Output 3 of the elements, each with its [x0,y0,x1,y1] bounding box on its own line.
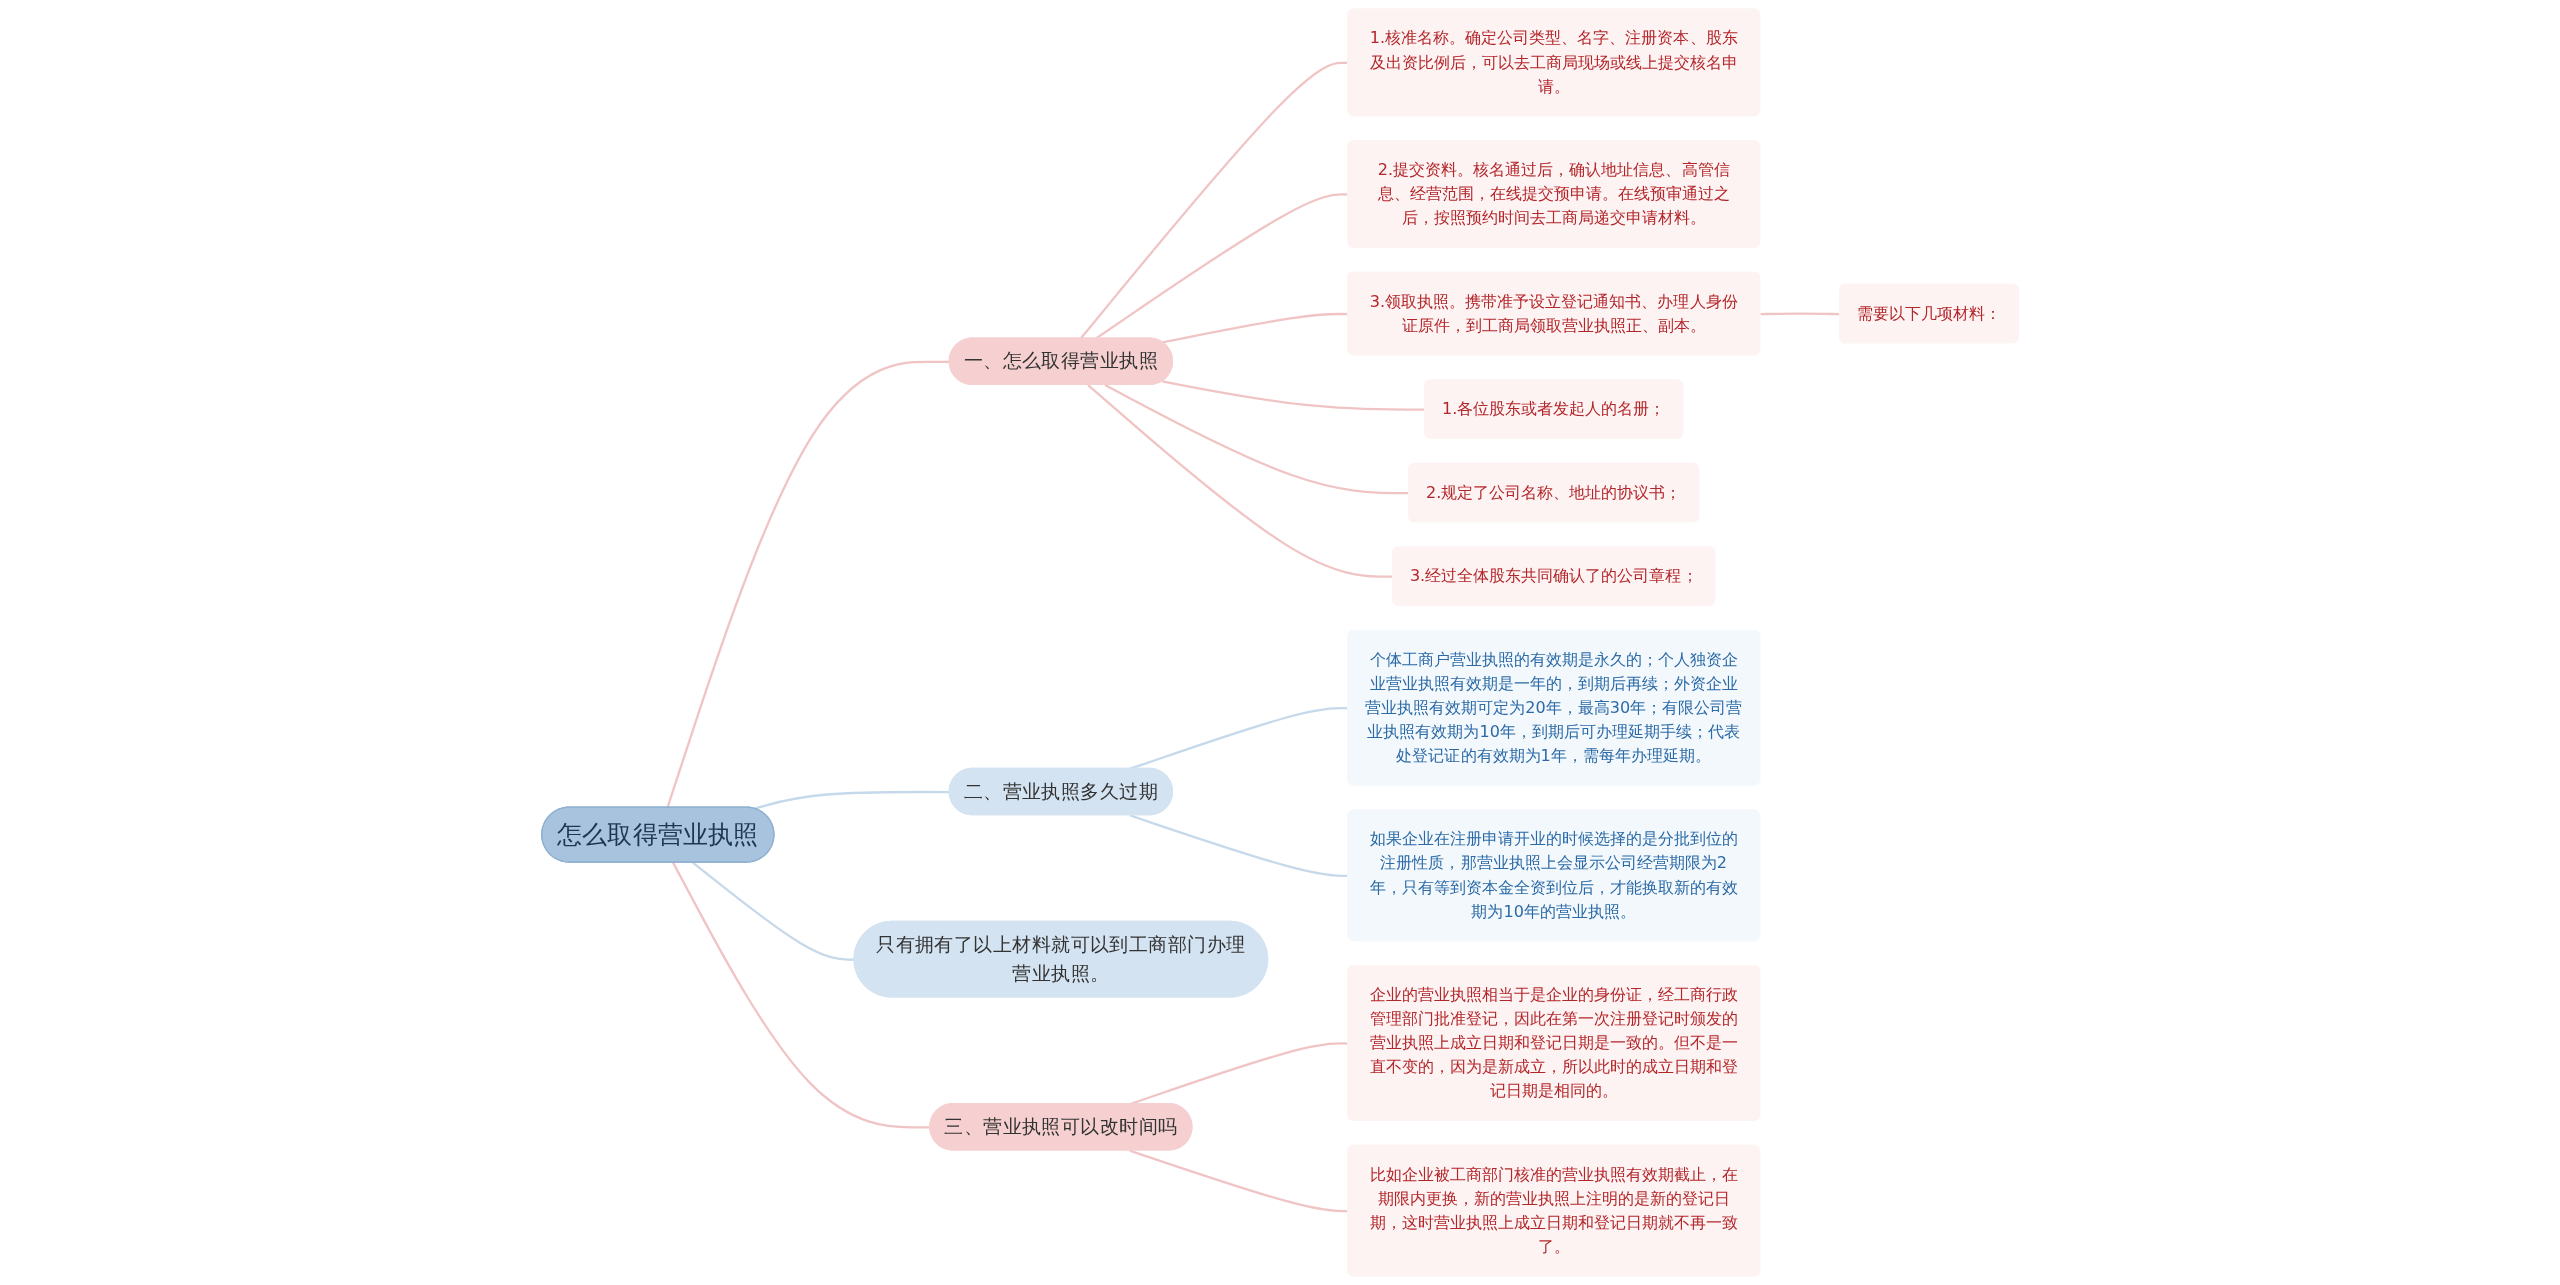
connector [666,360,950,809]
connector [692,861,855,961]
connector [754,790,950,810]
